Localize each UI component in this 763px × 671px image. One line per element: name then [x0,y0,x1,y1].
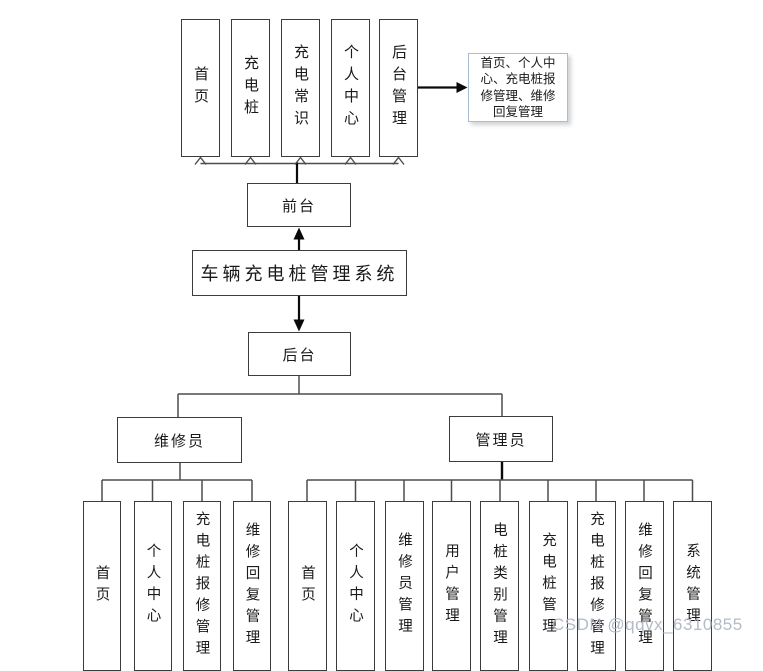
node-admin-charging-pile-mgmt: 充电桩管理 [529,501,568,671]
node-label: 维修员管理 [396,532,412,640]
connector-lines [101,82,694,501]
node-system-title: 车辆充电桩管理系统 [192,250,407,296]
node-label: 维修回复管理 [243,521,260,651]
node-label: 电桩类别管理 [491,521,507,651]
node-label: 维修员 [153,433,205,450]
node-repairer: 维修员 [117,417,242,463]
node-label: 首页 [93,564,110,608]
node-label: 充电桩报修管理 [193,510,210,662]
node-label: 充电常识 [292,44,308,132]
node-label: 系统管理 [684,543,700,629]
arrow-title-to-back-head [293,319,305,332]
node-admin-repairer-mgmt: 维修员管理 [385,501,424,671]
node-admin-home: 首页 [288,501,327,671]
diagram-canvas: { "diagram": { "title": "车辆充电桩管理系统", "fr… [83,19,743,671]
node-admin-repair-reply-mgmt: 维修回复管理 [625,501,664,671]
node-label: 首页 [192,66,208,110]
node-label: 个人中心 [342,44,358,132]
node-admin-user-mgmt: 用户管理 [432,501,471,671]
node-label: 充电桩管理 [540,532,556,640]
backstage-note: 首页、个人中心、充电桩报修管理、维修回复管理 [468,53,568,122]
repairer-subtree [101,463,253,501]
node-admin-personal-center: 个人中心 [336,501,375,671]
note-text: 首页、个人中心、充电桩报修管理、维修回复管理 [480,55,556,120]
node-repairer-personal-center: 个人中心 [134,501,172,671]
node-label: 维修回复管理 [636,521,652,651]
node-charging-pile: 充电桩 [231,19,270,157]
front-fan-arrowheads [194,156,405,165]
node-repairer-repair-reply-mgmt: 维修回复管理 [233,501,271,671]
node-label: 个人中心 [347,543,363,629]
watermark: CSDN @qqvx_6310855 [552,615,743,634]
node-admin: 管理员 [449,416,553,462]
node-admin-repair-report-mgmt: 充电桩报修管理 [577,501,616,671]
node-repairer-home: 首页 [83,501,121,671]
node-label: 首页 [299,564,315,608]
node-label: 后台 [282,347,317,364]
node-label: 前台 [281,198,316,215]
node-label: 个人中心 [144,543,161,629]
node-label: 后台管理 [390,44,406,132]
node-label: 充电桩 [242,55,258,121]
node-front-stage: 前台 [247,183,351,227]
node-repairer-repair-report-mgmt: 充电桩报修管理 [183,501,221,671]
back-tree [177,376,503,417]
node-label: 用户管理 [443,543,459,629]
node-backstage-management: 后台管理 [379,19,418,157]
arrow-to-note-head [456,82,468,93]
node-charging-knowledge: 充电常识 [281,19,320,157]
admin-subtree [306,479,694,501]
node-label: 管理员 [475,432,527,449]
node-front-home: 首页 [181,19,220,157]
node-label: 充电桩报修管理 [588,510,604,662]
arrow-title-to-front-head [293,227,305,240]
node-personal-center: 个人中心 [331,19,370,157]
node-admin-system-mgmt: 系统管理 [673,501,712,671]
node-back-stage: 后台 [248,332,351,376]
title-label: 车辆充电桩管理系统 [200,264,399,284]
node-admin-pile-category-mgmt: 电桩类别管理 [480,501,519,671]
